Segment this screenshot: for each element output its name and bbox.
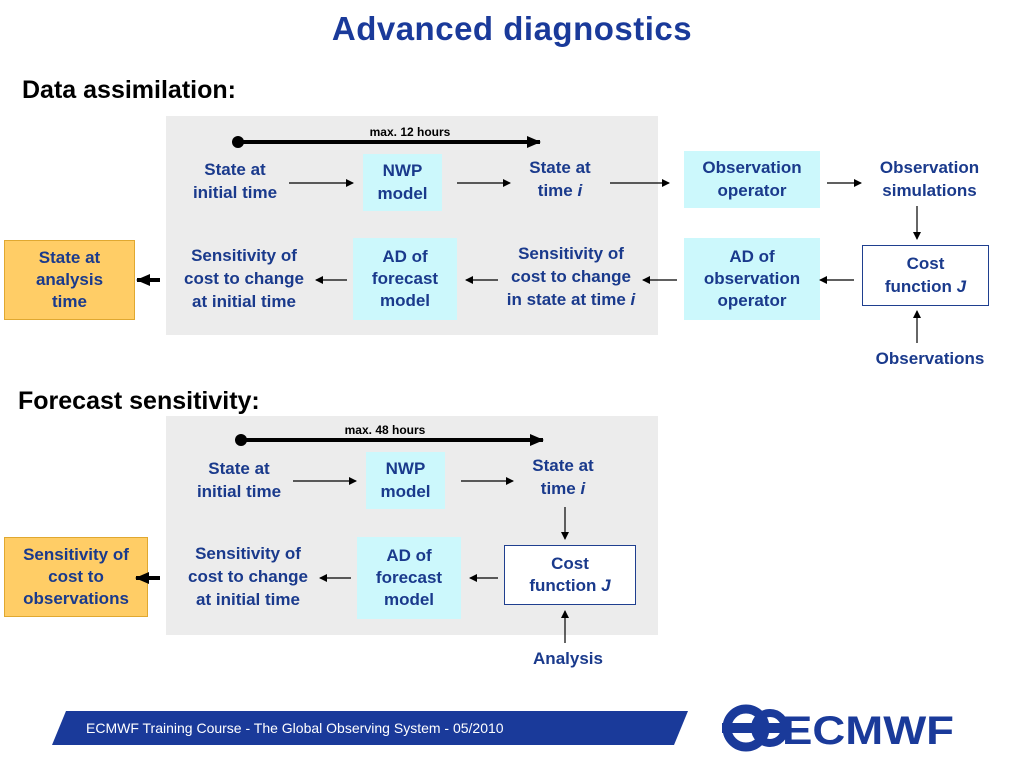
da-cost-function-box: Cost function J: [862, 245, 989, 306]
max-12-hours-label: max. 12 hours: [369, 125, 451, 139]
ecmwf-logo-emblem: [722, 704, 789, 752]
footer-text: ECMWF Training Course - The Global Obser…: [86, 720, 504, 736]
da-state-analysis-time-box: State at analysis time: [4, 240, 135, 320]
fs-sensitivity-initial-time: Sensitivity of cost to change at initial…: [188, 544, 308, 609]
da-observation-operator-box: Observation operator: [684, 151, 820, 208]
data-assimilation-heading: Data assimilation:: [22, 76, 236, 104]
da-ad-forecast-model-box: AD of forecast model: [353, 238, 457, 320]
da-sensitivity-state-time-i: Sensitivity of cost to change in state a…: [506, 244, 636, 309]
da-ad-observation-operator-box: AD of observation operator: [684, 238, 820, 320]
da-state-at-time-i: State at time i: [529, 158, 591, 200]
da-state-initial-time: State at initial time: [192, 160, 278, 202]
da-time-bar: [232, 136, 541, 148]
da-observation-simulations: Observation simulations: [879, 158, 980, 200]
footer-band: [52, 711, 688, 745]
slide-title: Advanced diagnostics: [331, 10, 693, 47]
fs-time-bar: [235, 434, 544, 446]
da-sensitivity-initial-time: Sensitivity of cost to change at initial…: [184, 246, 304, 311]
da-nwp-model-box: NWP model: [363, 154, 442, 211]
fs-sensitivity-observations-box: Sensitivity of cost to observations: [4, 537, 148, 617]
ecmwf-logo-text: ECMWF: [782, 709, 954, 752]
fs-analysis-label: Analysis: [533, 649, 603, 668]
forecast-sensitivity-heading: Forecast sensitivity:: [18, 387, 260, 415]
max-48-hours-label: max. 48 hours: [344, 423, 426, 437]
da-observations-label: Observations: [875, 349, 985, 368]
fs-cost-function-box: Cost function J: [504, 545, 636, 605]
ecmwf-logo: ECMWF: [722, 704, 954, 752]
fs-state-at-time-i: State at time i: [532, 456, 594, 498]
fs-nwp-model-box: NWP model: [366, 452, 445, 509]
fs-ad-forecast-model-box: AD of forecast model: [357, 537, 461, 619]
fs-state-initial-time: State at initial time: [196, 459, 282, 501]
